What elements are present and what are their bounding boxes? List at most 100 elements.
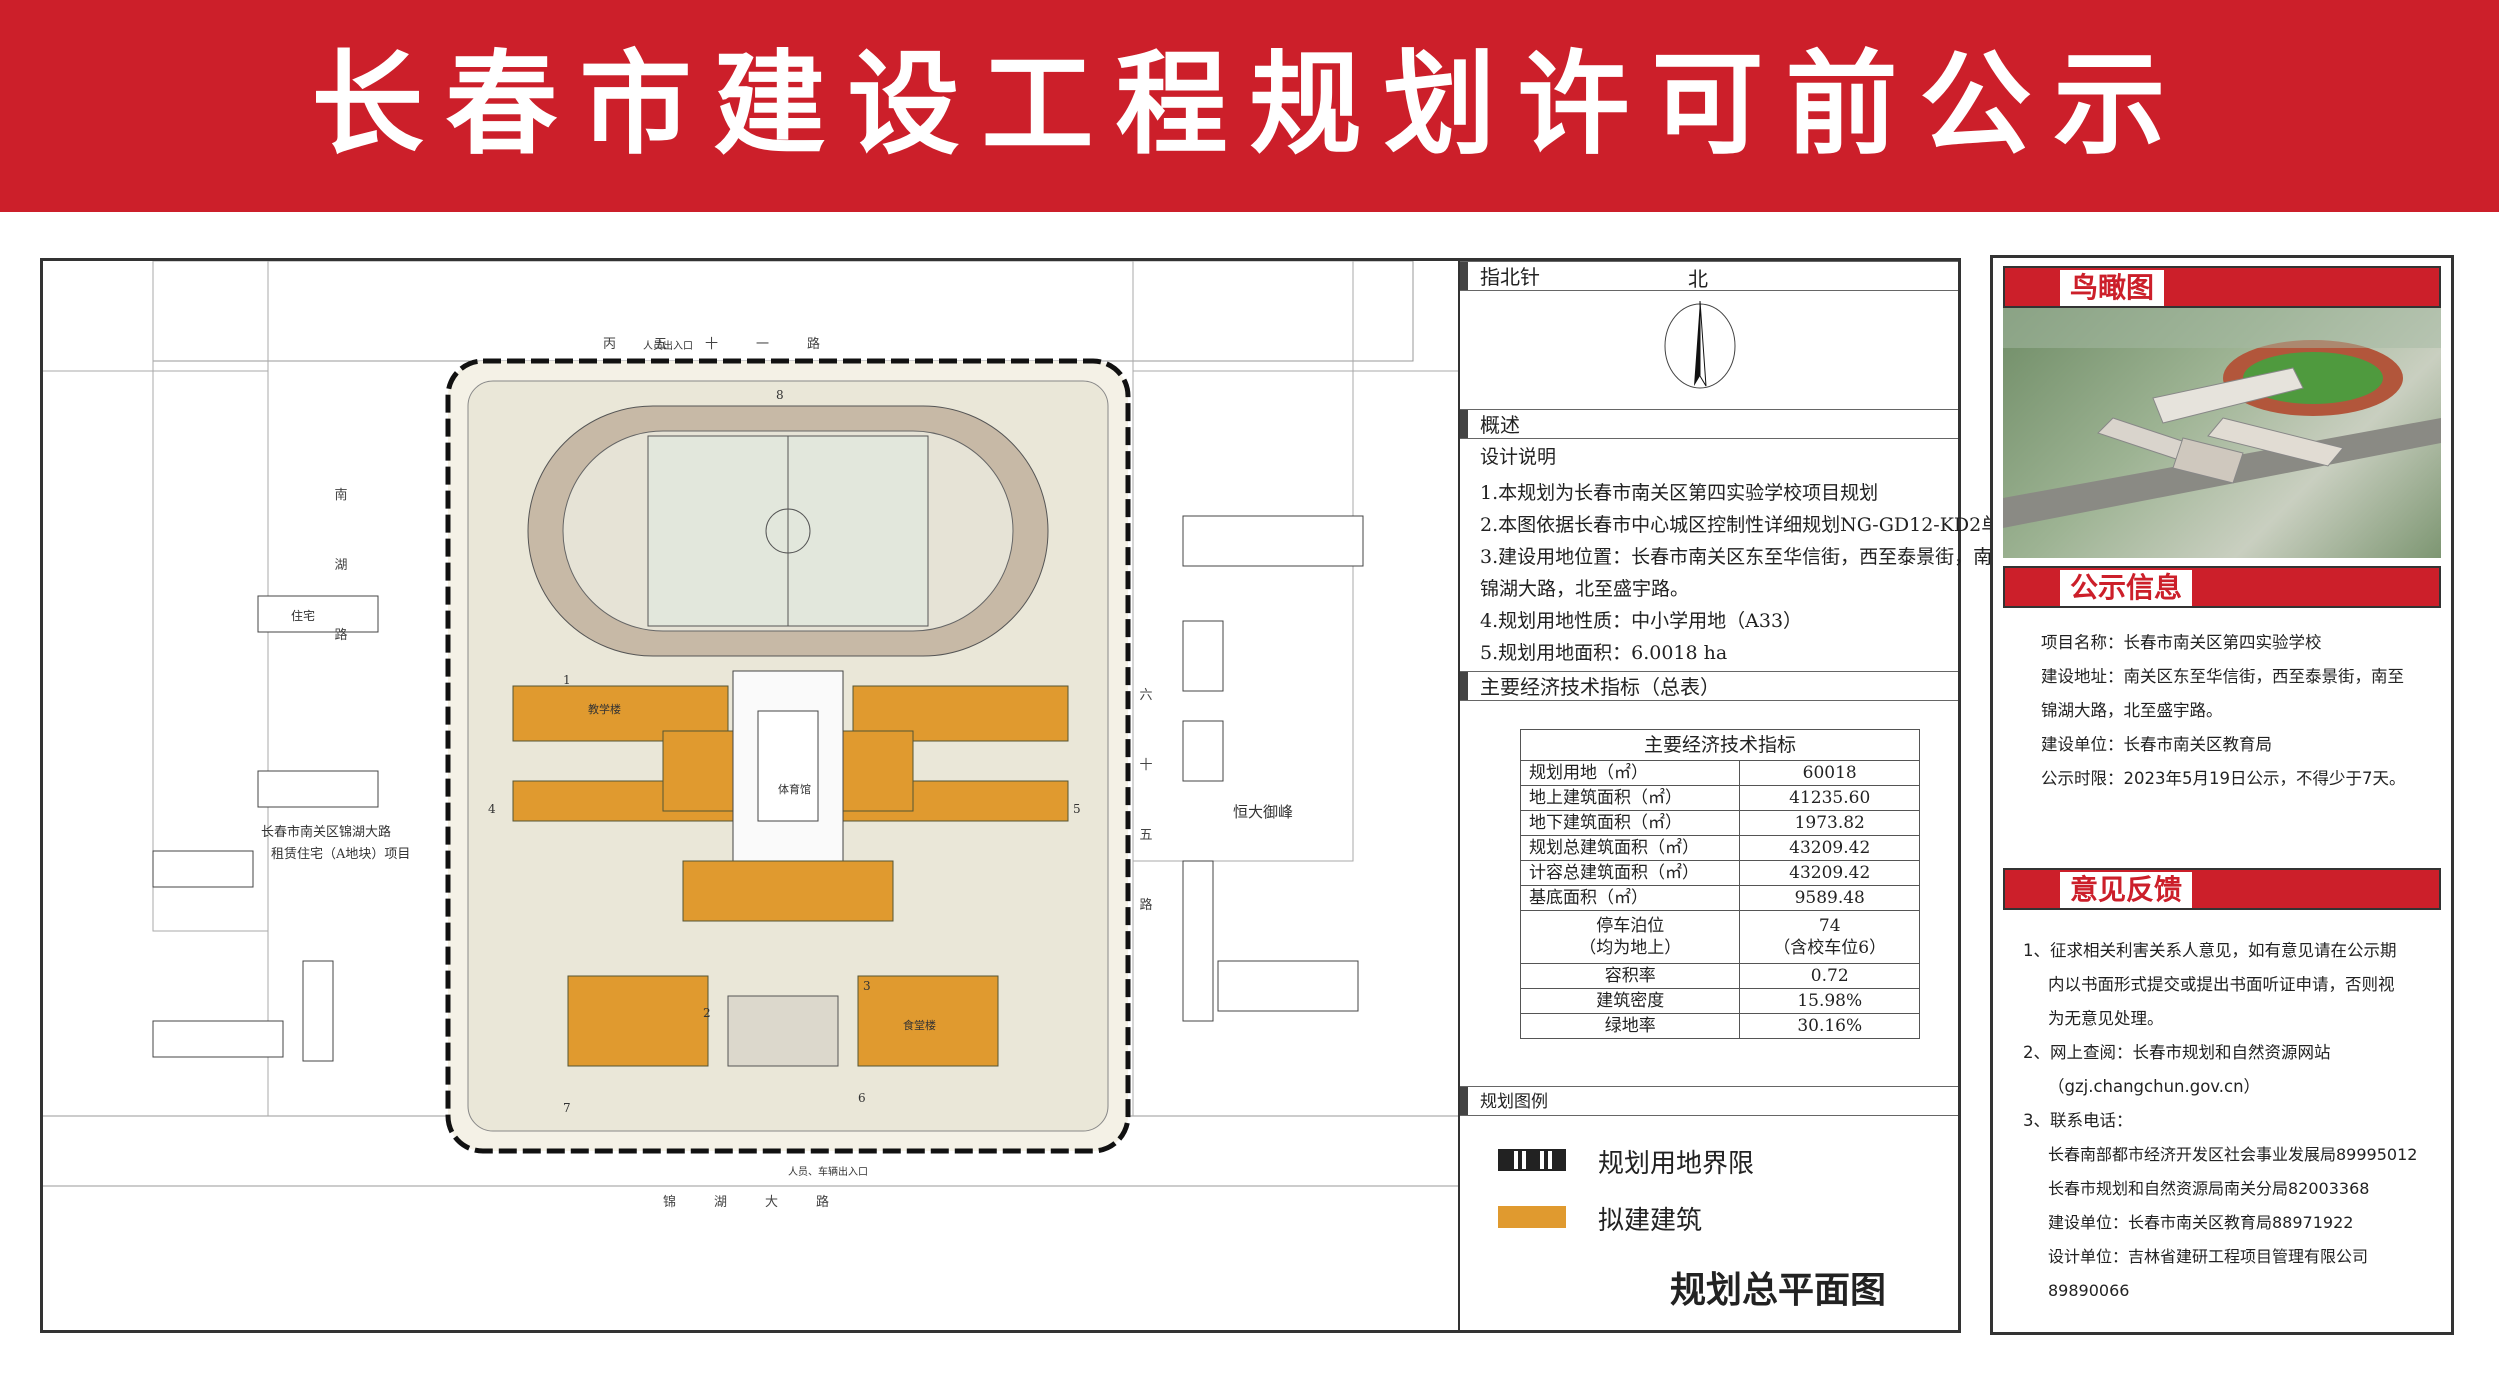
overview-head-label: 概述 (1480, 413, 1520, 437)
table-row: 地上建筑面积（㎡）41235.60 (1519, 785, 1920, 811)
north-entrance-label: 人员出入口 (643, 341, 693, 352)
kpi-label: 规划总建筑面积（㎡） (1519, 835, 1741, 861)
public-line-5: 公示时限：2023年5月19日公示，不得少于7天。 (2041, 769, 2406, 788)
plan-info-column: 指北针 北 概述 设计说明 1.本规划为长春市南关区第四实验学校项目规划 2.本… (1458, 261, 2076, 1330)
design-line-3: 3.建设用地位置：长春市南关区东至华信街，西至泰景街，南至 (1480, 546, 2012, 568)
site-plan-drawing: 丙五十一路 锦湖大路 南湖路 六十五路 长春市南关区锦湖大路 租赁住宅（A地块）… (43, 261, 1458, 1330)
feedback-line-1: 1、征求相关利害关系人意见，如有意见请在公示期 (2023, 941, 2397, 960)
site-plan-svg (43, 261, 1458, 1187)
kpi-label: 地上建筑面积（㎡） (1519, 785, 1741, 811)
public-line-2: 建设地址：南关区东至华信街，西至泰景街，南至 (2041, 667, 2404, 686)
building-no-6: 6 (858, 1091, 866, 1105)
feedback-line-2: 内以书面形式提交或提出书面听证申请，否则视 (2048, 975, 2395, 994)
public-line-4: 建设单位：长春市南关区教育局 (2041, 735, 2272, 754)
kpi-table: 主要经济技术指标 规划用地（㎡）60018 地上建筑面积（㎡）41235.60 … (1519, 729, 1920, 1039)
plan-title: 规划总平面图 (1670, 1270, 1887, 1311)
feedback-head-label: 意见反馈 (2060, 872, 2193, 908)
right-project-label: 恒大御峰 (1233, 803, 1294, 821)
table-row: 规划总建筑面积（㎡）43209.42 (1519, 835, 1920, 861)
building-no-1: 1 (563, 673, 571, 687)
feedback-head: 意见反馈 (2003, 868, 2441, 910)
kpi-value: 15.98% (1739, 988, 1920, 1014)
left-project-label-2: 租赁住宅（A地块）项目 (271, 847, 411, 862)
design-line-5: 4.规划用地性质：中小学用地（A33） (1480, 610, 1803, 632)
side-panel: 鸟瞰图 公示信息 项目名称：长春市南关区第四实验学校 建设地址：南关区东至华信街… (1990, 255, 2454, 1335)
kpi-label: 基底面积（㎡） (1519, 885, 1741, 911)
kpi-value: 0.72 (1739, 963, 1920, 989)
kpi-value: 1973.82 (1739, 810, 1920, 836)
kpi-value: 43209.42 (1739, 835, 1920, 861)
kpi-value: 30.16% (1739, 1013, 1920, 1039)
aerial-head-label: 鸟瞰图 (2060, 270, 2165, 306)
building-no-7: 7 (563, 1101, 571, 1115)
kpi-label: 容积率 (1519, 963, 1741, 989)
building-swatch (1498, 1206, 1566, 1228)
table-row: 规划用地（㎡）60018 (1519, 760, 1920, 786)
public-info-head: 公示信息 (2003, 566, 2441, 608)
legend-boundary-label: 规划用地界限 (1598, 1149, 1755, 1179)
building-no-8: 8 (776, 388, 784, 402)
header-banner: 长春市建设工程规划许可前公示 (0, 0, 2499, 212)
left-project-label-1: 长春市南关区锦湖大路 (261, 825, 392, 840)
feedback-line-6: 3、联系电话： (2023, 1111, 2133, 1130)
kpi-label: 规划用地（㎡） (1519, 760, 1741, 786)
design-head-label: 设计说明 (1480, 446, 1557, 468)
table-row: 基底面积（㎡）9589.48 (1519, 885, 1920, 911)
kpi-value: 41235.60 (1739, 785, 1920, 811)
kpi-section-head: 主要经济技术指标（总表） (1460, 671, 1958, 701)
design-line-2: 2.本图依据长春市中心城区控制性详细规划NG-GD12-KD2单元绘制。 (1480, 514, 2077, 536)
feedback-line-3: 为无意见处理。 (2048, 1009, 2164, 1028)
south-entrance-label: 人员、车辆出入口 (788, 1167, 868, 1178)
overview-section-head: 概述 (1460, 409, 1958, 439)
kpi-head-label: 主要经济技术指标（总表） (1480, 675, 1720, 699)
kpi-label: 停车泊位 （均为地上） (1519, 910, 1741, 964)
kpi-value: 60018 (1739, 760, 1920, 786)
feedback-link[interactable]: （gzj.changchun.gov.cn） (2048, 1077, 2261, 1096)
design-line-4: 锦湖大路，北至盛宇路。 (1480, 578, 1690, 600)
compass-head-label: 指北针 (1480, 265, 1540, 289)
canteen-label: 食堂楼 (903, 1019, 936, 1032)
feedback-line-10: 设计单位：吉林省建研工程项目管理有限公司 (2048, 1247, 2369, 1266)
public-line-3: 锦湖大路，北至盛宇路。 (2041, 701, 2223, 720)
kpi-value: 43209.42 (1739, 860, 1920, 886)
table-row: 停车泊位 （均为地上）74 （含校车位6） (1519, 910, 1920, 964)
kpi-label: 绿地率 (1519, 1013, 1741, 1039)
design-line-1: 1.本规划为长春市南关区第四实验学校项目规划 (1480, 482, 1879, 504)
public-info-head-label: 公示信息 (2060, 570, 2193, 606)
feedback-line-9: 建设单位：长春市南关区教育局88971922 (2048, 1213, 2354, 1232)
building-no-2: 2 (703, 1006, 711, 1020)
north-arrow-icon (1664, 300, 1736, 389)
road-label-east: 六十五路 (1139, 688, 1153, 913)
legend-section-head: 规划图例 (1460, 1086, 1958, 1116)
public-line-1: 项目名称：长春市南关区第四实验学校 (2041, 633, 2322, 652)
page-title: 长春市建设工程规划许可前公示 (311, 40, 2188, 170)
kpi-label: 建筑密度 (1519, 988, 1741, 1014)
kpi-value: 74 （含校车位6） (1739, 910, 1920, 964)
kpi-caption: 主要经济技术指标 (1520, 729, 1920, 761)
site-plan-frame: 丙五十一路 锦湖大路 南湖路 六十五路 长春市南关区锦湖大路 租赁住宅（A地块）… (40, 258, 2076, 1333)
legend-head-label: 规划图例 (1480, 1092, 1548, 1112)
building-no-3: 3 (863, 979, 871, 993)
legend-building-label: 拟建建筑 (1598, 1206, 1703, 1236)
compass-section-head: 指北针 (1460, 261, 1958, 291)
table-row: 地下建筑面积（㎡）1973.82 (1519, 810, 1920, 836)
aerial-view-graphic (2003, 308, 2441, 528)
road-label-north: 丙五十一路 (603, 337, 859, 352)
kpi-label: 地下建筑面积（㎡） (1519, 810, 1741, 836)
boundary-swatch (1498, 1149, 1566, 1171)
gym-label: 体育馆 (778, 783, 811, 796)
feedback-line-8: 长春市规划和自然资源局南关分局82003368 (2048, 1179, 2370, 1198)
kpi-label: 计容总建筑面积（㎡） (1519, 860, 1741, 886)
aerial-head: 鸟瞰图 (2003, 266, 2441, 308)
building-no-4: 4 (488, 802, 496, 816)
north-label: 北 (1688, 267, 1708, 291)
aerial-view-image (2003, 308, 2441, 558)
main-building-label: 教学楼 (588, 703, 621, 716)
road-label-south: 锦湖大路 (663, 1195, 868, 1210)
kpi-value: 9589.48 (1739, 885, 1920, 911)
road-label-west: 南湖路 (334, 488, 348, 643)
building-no-5: 5 (1073, 802, 1081, 816)
